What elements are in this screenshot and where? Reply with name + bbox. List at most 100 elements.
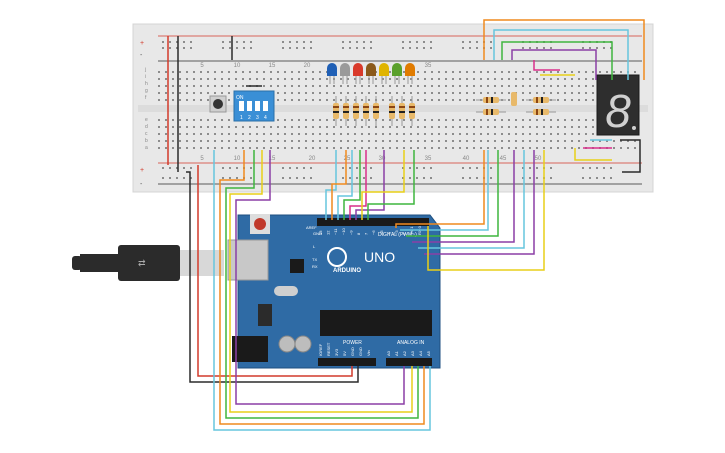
- wire-yellow-d7[interactable]: [361, 150, 405, 220]
- resistor[interactable]: [511, 92, 517, 106]
- wire-green-a3[interactable]: [225, 150, 419, 419]
- hole: [228, 78, 230, 80]
- wire-orange-d12[interactable]: [331, 150, 347, 220]
- hole: [585, 71, 587, 73]
- dip-switch-toggle-2[interactable]: [247, 101, 252, 111]
- hole: [354, 133, 356, 135]
- rail-hole: [370, 47, 372, 49]
- push-button[interactable]: [209, 95, 227, 113]
- led-array[interactable]: [327, 63, 415, 84]
- wire-orange-seg[interactable]: [395, 150, 485, 228]
- led[interactable]: [392, 63, 402, 76]
- led[interactable]: [405, 63, 415, 76]
- led[interactable]: [366, 63, 376, 76]
- wire-green-d6[interactable]: [367, 150, 415, 220]
- resistor-band: [353, 111, 359, 113]
- hole: [592, 126, 594, 128]
- wire-orange-top[interactable]: [483, 19, 645, 80]
- hole: [277, 140, 279, 142]
- wire-purple-a1[interactable]: [235, 150, 405, 405]
- hole: [557, 119, 559, 121]
- hole: [396, 78, 398, 80]
- hole: [214, 126, 216, 128]
- hole: [186, 71, 188, 73]
- wire-purple-top[interactable]: [511, 49, 597, 80]
- hole: [459, 92, 461, 94]
- dip-switch-toggle-3[interactable]: [255, 101, 260, 111]
- hole: [165, 140, 167, 142]
- hole: [354, 126, 356, 128]
- wire-green-seg[interactable]: [406, 150, 499, 237]
- rail-hole: [603, 177, 605, 179]
- hole: [382, 126, 384, 128]
- rail-hole: [162, 177, 164, 179]
- wires[interactable]: [167, 19, 645, 431]
- hole: [550, 92, 552, 94]
- wire-yellow-seg[interactable]: [427, 150, 545, 271]
- led[interactable]: [327, 63, 337, 76]
- hole: [193, 126, 195, 128]
- wire-red-5v[interactable]: [197, 165, 353, 377]
- resistor-array[interactable]: [333, 92, 556, 126]
- hole: [515, 147, 517, 149]
- hole: [522, 140, 524, 142]
- wire-purple-seg[interactable]: [412, 150, 515, 243]
- hole: [452, 133, 454, 135]
- hole: [179, 126, 181, 128]
- hole: [277, 147, 279, 149]
- wire-yellow-bottom[interactable]: [574, 148, 612, 161]
- hole: [221, 126, 223, 128]
- hole: [354, 85, 356, 87]
- led[interactable]: [340, 63, 350, 76]
- rail-hole: [250, 41, 252, 43]
- reset-button-cap[interactable]: [254, 218, 266, 230]
- hole: [466, 140, 468, 142]
- wire-purple-d8[interactable]: [355, 150, 385, 220]
- wire-black-gnd[interactable]: [186, 171, 359, 383]
- dip-switch-toggle-1[interactable]: [239, 101, 244, 111]
- hole: [165, 119, 167, 121]
- wire-yellow-a2[interactable]: [229, 150, 413, 413]
- wire-cyan-top[interactable]: [493, 29, 629, 80]
- seven-segment-display[interactable]: 8: [596, 74, 640, 137]
- hole: [291, 78, 293, 80]
- hole: [186, 99, 188, 101]
- dip-switch[interactable]: ON 1 2 3 4: [233, 90, 275, 122]
- hole: [172, 71, 174, 73]
- wire-green-top[interactable]: [501, 41, 613, 80]
- hole: [291, 140, 293, 142]
- wire-cyan-seg[interactable]: [400, 150, 489, 231]
- hole: [452, 71, 454, 73]
- hole: [620, 147, 622, 149]
- wire-cyan-d13[interactable]: [325, 150, 337, 220]
- hole: [277, 78, 279, 80]
- hole: [172, 92, 174, 94]
- pin-label: 13: [318, 230, 323, 235]
- wire-cyan-seg2[interactable]: [418, 150, 525, 249]
- wire-cyan-a5[interactable]: [213, 150, 431, 431]
- rail-hole: [402, 177, 404, 179]
- wire-magenta-d9[interactable]: [349, 150, 367, 220]
- arduino-uno-board[interactable]: ARDUINO UNO DIGITAL (PWM~) POWER ANALOG …: [227, 214, 441, 369]
- wire-cyan-d11[interactable]: [337, 150, 353, 220]
- resistor-band: [541, 109, 543, 115]
- wire-magenta-top[interactable]: [533, 60, 560, 71]
- wire-orange-a4[interactable]: [219, 150, 425, 425]
- usb-cable[interactable]: ⇄: [72, 245, 224, 281]
- wire-black-seg[interactable]: [620, 139, 641, 173]
- hole: [207, 92, 209, 94]
- dip-switch-toggle-4[interactable]: [263, 101, 268, 111]
- rail-hole: [303, 177, 305, 179]
- led[interactable]: [379, 63, 389, 76]
- led[interactable]: [353, 63, 363, 76]
- push-button-cap[interactable]: [213, 99, 223, 109]
- dip-switch-number: 4: [264, 115, 267, 121]
- wire-green-d10[interactable]: [343, 150, 361, 220]
- hole: [361, 119, 363, 121]
- rail-hole: [190, 47, 192, 49]
- hole: [459, 147, 461, 149]
- hole: [305, 71, 307, 73]
- wire-purple-seg2[interactable]: [424, 150, 535, 255]
- hole: [214, 133, 216, 135]
